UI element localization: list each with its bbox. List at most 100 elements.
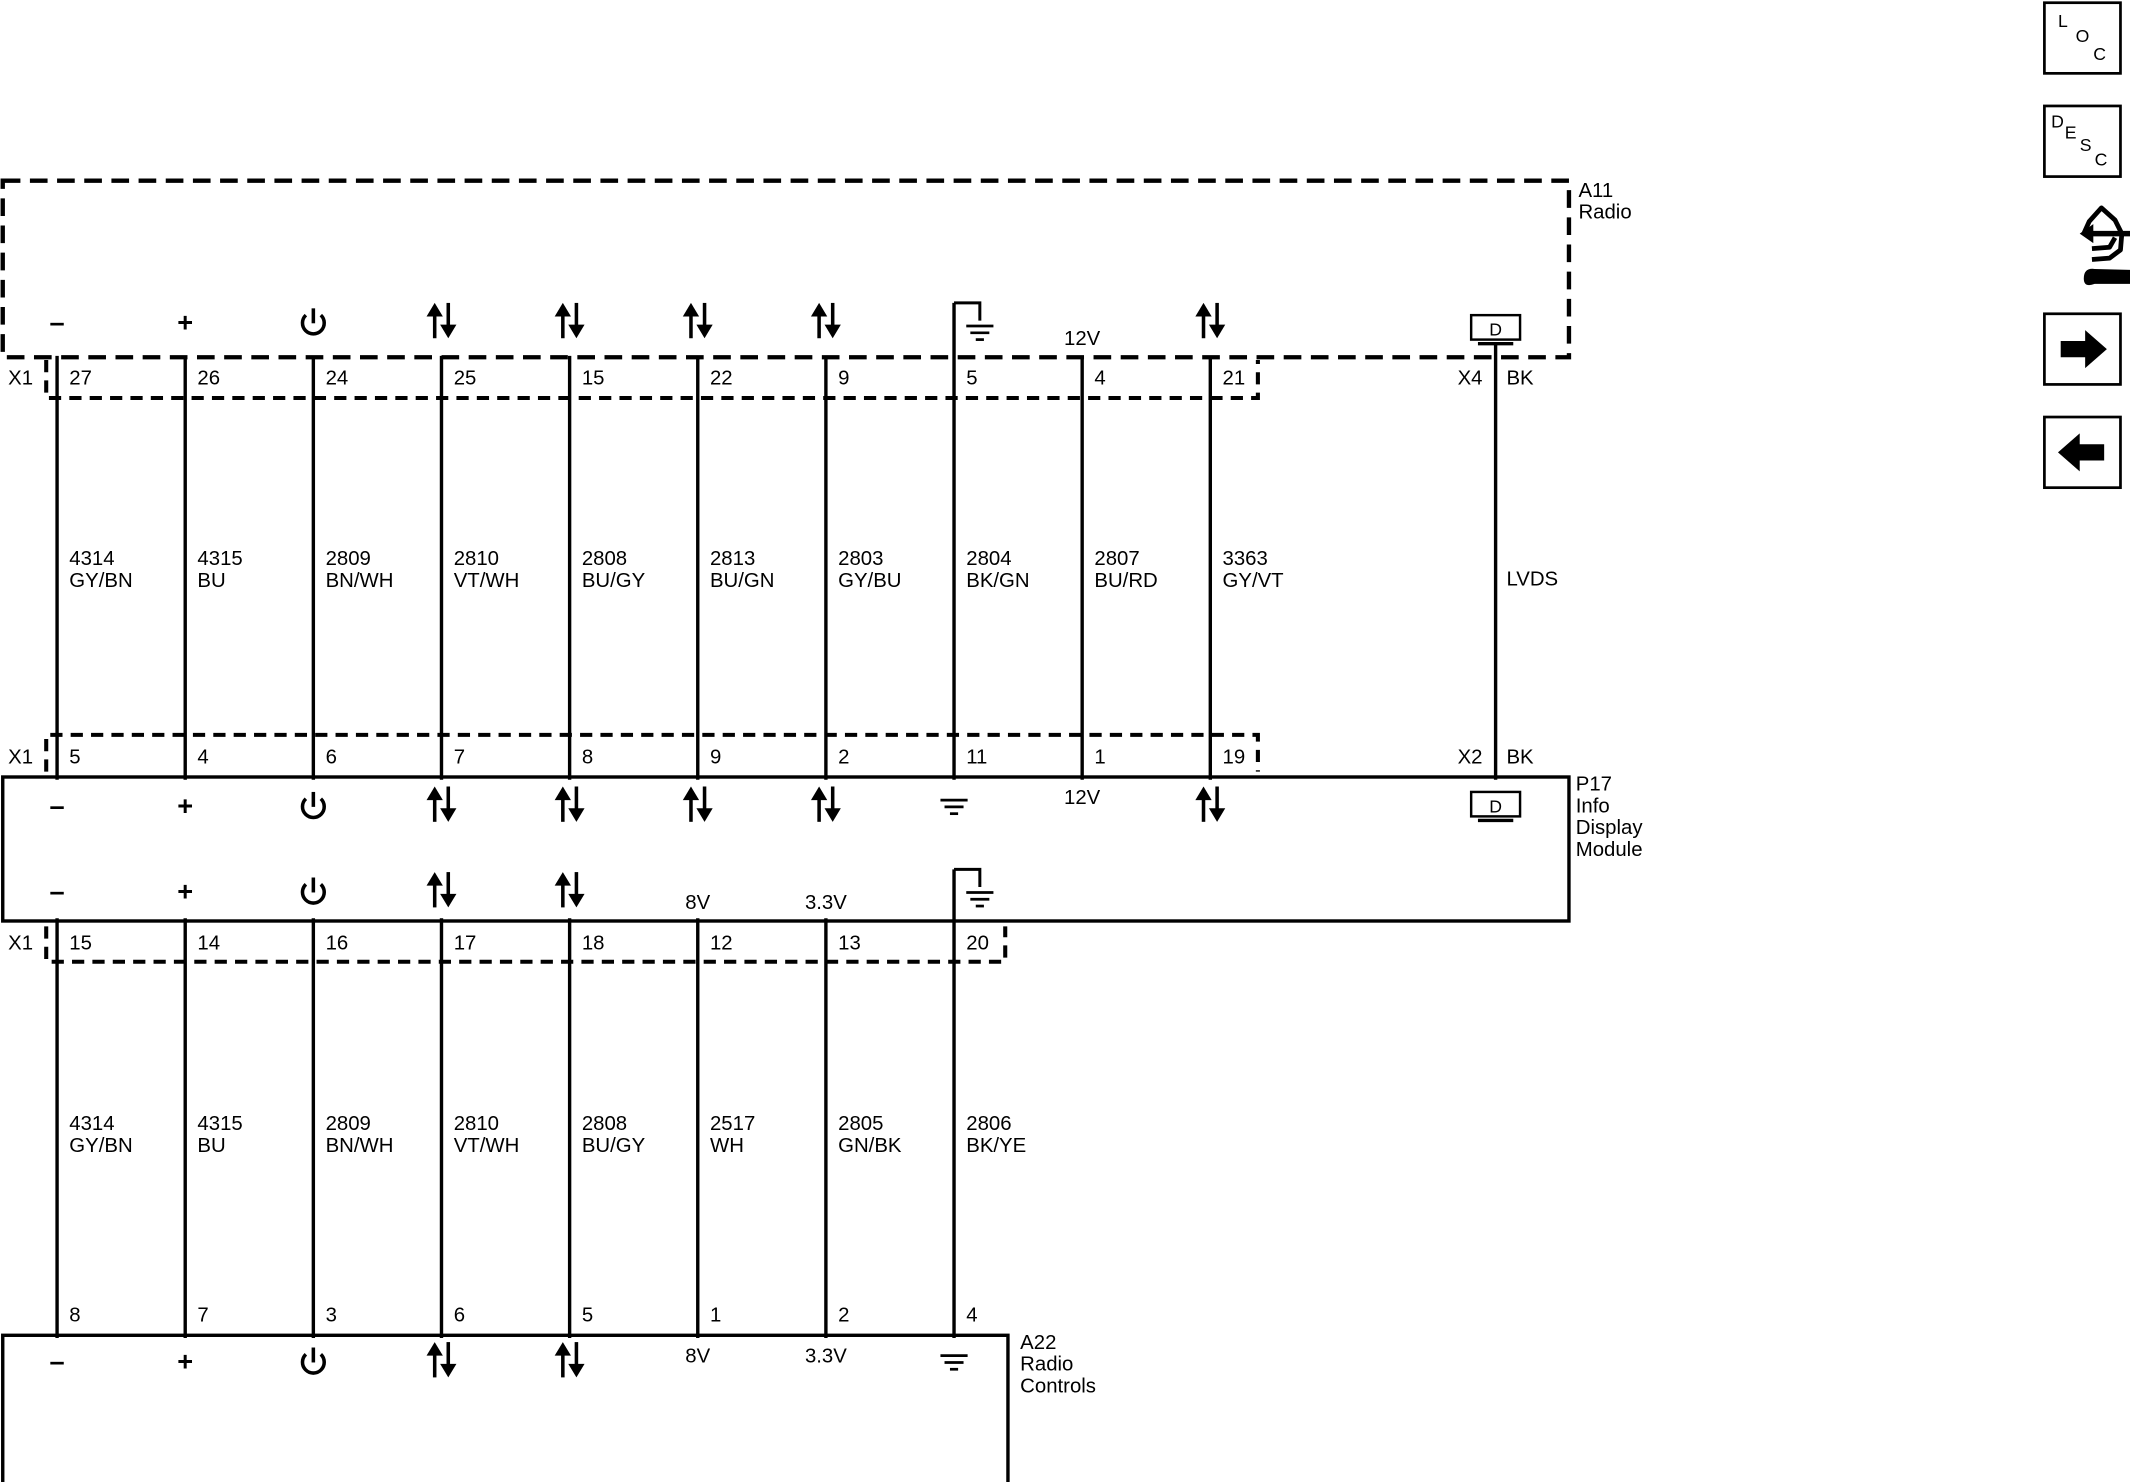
bidir-down-head (440, 893, 457, 908)
plus-symbol: + (177, 1346, 193, 1377)
pin-number: 5 (69, 746, 80, 768)
bidir-up-head (554, 1342, 571, 1356)
pin-number: 11 (966, 746, 987, 768)
plus-symbol: + (177, 876, 193, 907)
voltage-label: 8V (685, 892, 710, 914)
module-p17-name-line: Info (1576, 795, 1610, 817)
p17-x2-color: BK (1506, 746, 1534, 768)
wire-color: BK/YE (966, 1135, 1026, 1157)
wire-color: BU/RD (1094, 570, 1157, 592)
circuit-number: 2809 (326, 1113, 371, 1135)
bidir-down-head (568, 324, 585, 339)
pin-number: 25 (454, 367, 477, 389)
bidir-up-head (554, 302, 571, 317)
module-p17-info-display: P17 Info Display Module (1, 774, 1643, 923)
module-p17-outline (1, 775, 1571, 923)
p17-x1-top-label: X1 (8, 746, 33, 768)
power-icon (300, 791, 326, 820)
bidir-down-head (824, 808, 841, 822)
voltage-label: 8V (685, 1345, 710, 1367)
wire-color: BN/WH (326, 570, 394, 592)
bidirectional-arrows-icon (1195, 786, 1226, 822)
circuit-number: 2806 (966, 1113, 1011, 1135)
circuit-number: 4314 (69, 1113, 114, 1135)
p17-x1-top-connector: X1 X2 BK (8, 732, 1534, 772)
minus-symbol: – (50, 790, 65, 821)
desc-button[interactable]: D E S C (2043, 104, 2122, 178)
loc-letter: O (2076, 26, 2090, 46)
pin-number: 3 (326, 1305, 337, 1327)
bidir-up-head (426, 786, 443, 801)
voltage-label: 12V (1064, 787, 1101, 809)
bidir-up-head (426, 872, 443, 886)
pin-number: 4 (966, 1305, 977, 1327)
connector-wrench (2083, 268, 2130, 286)
minus-symbol: – (50, 876, 65, 907)
pin-number: 4 (197, 746, 208, 768)
connector-end-view-button[interactable] (2079, 205, 2130, 286)
pin-number: 24 (326, 367, 349, 389)
minus-symbol: – (50, 1346, 65, 1377)
module-a22-radio-controls: A22 Radio Controls (1, 1332, 1096, 1482)
p17-x1-bottom-connector: X1 (8, 926, 1008, 964)
module-a11-id: A11 (1578, 180, 1613, 202)
pin-number: 21 (1223, 367, 1246, 389)
pin-number: 15 (69, 933, 92, 955)
pin-number: 1 (1094, 746, 1105, 768)
display-icon: D (1469, 313, 1522, 346)
circuit-number: 2808 (582, 1113, 627, 1135)
bidir-down-head (440, 324, 457, 339)
p17-x1-bottom-band-outline (44, 926, 1008, 964)
previous-page-button[interactable] (2043, 415, 2122, 490)
top-wires: ––274314GY/BN5++264315BU4242809BN/WH6252… (50, 301, 1284, 822)
a11-x1-band-outline (44, 359, 1260, 401)
pin-number: 9 (710, 746, 721, 768)
wire-color: BU/GN (710, 570, 774, 592)
desc-letter: D (2051, 112, 2064, 132)
power-arc (300, 883, 326, 905)
display-icon-letter: D (1489, 796, 1502, 816)
pin-number: 18 (582, 933, 605, 955)
loc-button[interactable]: L O C (2043, 1, 2122, 75)
bidirectional-arrows-icon (426, 302, 457, 339)
bidirectional-arrows-icon (1195, 302, 1226, 339)
bidir-down-head (696, 808, 713, 822)
wire-color: GY/BN (69, 1135, 132, 1157)
pin-number: 14 (197, 933, 220, 955)
connector-arrow-head (2079, 224, 2094, 244)
display-icon-frame (1469, 790, 1522, 818)
pin-number: 7 (197, 1305, 208, 1327)
next-page-button[interactable] (2043, 312, 2122, 386)
power-icon (300, 1347, 326, 1375)
wire-color: VT/WH (454, 570, 520, 592)
pin-number: 5 (582, 1305, 593, 1327)
bidir-up-head (1195, 786, 1212, 801)
pin-number: 20 (966, 933, 989, 955)
bidir-down-head (440, 808, 457, 822)
wire-color: BU (197, 1135, 225, 1157)
bidirectional-arrows-icon (554, 302, 585, 339)
p17-x1-bottom-label: X1 (8, 933, 33, 955)
wire-color: BN/WH (326, 1135, 394, 1157)
wire-color: VT/WH (454, 1135, 520, 1157)
display-icon-letter: D (1489, 320, 1502, 340)
pin-number: 13 (838, 933, 861, 955)
power-icon (300, 877, 326, 905)
circuit-number: 4315 (197, 1113, 242, 1135)
ground-lead (954, 867, 982, 888)
circuit-number: 2810 (454, 1113, 499, 1135)
circuit-number: 2809 (326, 548, 371, 570)
ground-icon (966, 324, 994, 341)
power-arc (300, 1353, 326, 1375)
desc-letter: E (2065, 123, 2077, 143)
